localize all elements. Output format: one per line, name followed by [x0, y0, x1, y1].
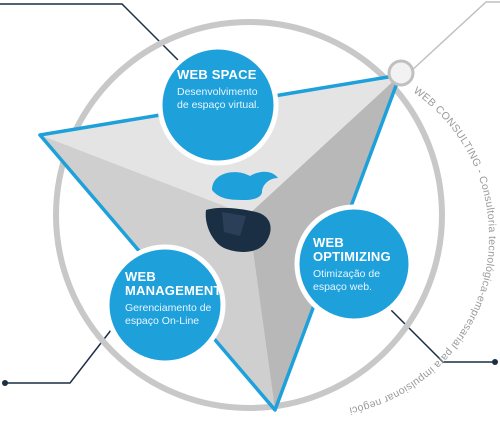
connector-bottom-left — [6, 311, 126, 384]
web-space-title: WEB SPACE — [177, 67, 257, 82]
web-management-title-line: WEB — [125, 269, 156, 284]
web-space-desc-line: Desenvolvimento — [177, 86, 258, 98]
web-management-desc-line: espaço On-Line — [125, 315, 200, 327]
web-optimizing-desc-line: Otimização de — [313, 268, 381, 280]
connector-top-left — [0, 3, 191, 73]
web-management-desc-line: Gerenciamento de — [125, 302, 212, 314]
web-management-title-line: MANAGEMENT — [125, 283, 222, 298]
web-space-description: Desenvolvimento de espaço virtual. — [177, 86, 273, 112]
connector-end-dot-right — [492, 359, 498, 365]
web-optimizing-title-line: WEB — [313, 235, 344, 250]
bubble-backgrounds — [104, 44, 414, 366]
bubble-web-optimizing[interactable]: WEB OPTIMIZING Otimização de espaço web. — [300, 210, 408, 318]
web-management-title: WEB MANAGEMENT — [125, 269, 222, 298]
web-management-description: Gerenciamento de espaço On-Line — [125, 302, 220, 328]
bubble-web-space-bg — [157, 44, 279, 166]
shield-s-logo-icon — [205, 171, 278, 252]
web-space-desc-line: de espaço virtual. — [177, 99, 260, 111]
bubble-web-management[interactable]: WEB MANAGEMENT Gerenciamento de espaço O… — [110, 250, 222, 360]
outer-circle — [53, 19, 445, 411]
bubble-web-space[interactable]: WEB SPACE Desenvolvimento de espaço virt… — [163, 50, 273, 160]
web-optimizing-description: Otimização de espaço web. — [313, 268, 408, 294]
connector-top-right — [409, 1, 500, 73]
bubble-web-management-bg — [104, 244, 226, 366]
bubble-web-optimizing-bg — [294, 204, 414, 324]
connector-end-dot-left — [2, 380, 8, 386]
web-optimizing-title: WEB OPTIMIZING — [313, 236, 408, 264]
ring-node — [387, 59, 415, 87]
web-optimizing-title-line: OPTIMIZING — [313, 249, 391, 264]
web-optimizing-desc-line: espaço web. — [313, 281, 372, 293]
